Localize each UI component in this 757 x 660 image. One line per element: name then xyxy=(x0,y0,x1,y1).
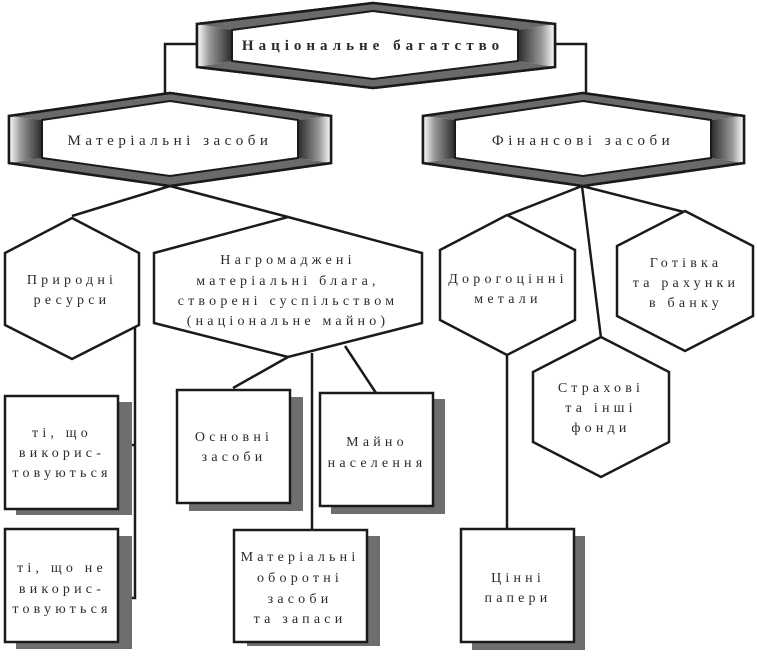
connector-financial-metals xyxy=(507,184,583,217)
node-label-line: створені суспільством xyxy=(178,294,399,309)
bevel-top-left xyxy=(197,3,373,30)
bevel-left xyxy=(197,24,232,67)
node-label-line: та інші xyxy=(565,401,636,416)
node-label-line: Основні xyxy=(195,430,273,445)
node-label-line: Готівка xyxy=(650,256,723,271)
node-insurance-funds[interactable]: Страхові та інші фонди xyxy=(531,335,671,479)
bevel-top-right xyxy=(373,3,555,30)
node-label-line: папери xyxy=(485,591,552,606)
bevel-bottom-right xyxy=(373,61,555,88)
connector-root-financial xyxy=(553,42,588,96)
node-label: Фінансові засоби xyxy=(492,133,674,149)
node-label-line: Природні xyxy=(27,273,117,288)
node-securities[interactable]: Цінні папери xyxy=(459,527,585,650)
node-label-line: товуються xyxy=(12,602,111,617)
node-label-line: в банку xyxy=(649,296,723,311)
node-working-capital[interactable]: Матеріальні оборотні засоби та запаси xyxy=(232,528,380,646)
node-label-line: Матеріальні xyxy=(241,550,360,565)
node-label-line: метали xyxy=(474,292,541,307)
node-label-line: та рахунки xyxy=(633,276,739,291)
node-financial-assets[interactable]: Фінансові засоби xyxy=(421,91,746,188)
node-label-line: матеріальні блага, xyxy=(196,274,379,289)
node-label-line: засоби xyxy=(202,450,267,465)
node-used-resources[interactable]: ті, що викорис- товуються xyxy=(3,394,132,515)
node-label-line: товуються xyxy=(12,466,111,481)
node-label-line: Майно xyxy=(346,435,408,450)
node-label-line: фонди xyxy=(571,421,630,436)
node-cash-accounts[interactable]: Готівка та рахунки в банку xyxy=(615,209,755,353)
node-label-line: Страхові xyxy=(558,381,644,396)
node-household-property[interactable]: Майно населення xyxy=(318,391,445,514)
node-label-line: Нагромаджені xyxy=(220,253,355,268)
node-label-line: оборотні xyxy=(257,571,343,586)
connector-root-material xyxy=(163,42,200,96)
node-label-line: ресурси xyxy=(34,293,111,308)
node-fixed-assets[interactable]: Основні засоби xyxy=(175,388,303,511)
node-natural-resources[interactable]: Природні ресурси xyxy=(3,216,141,361)
bevel-bottom-left xyxy=(197,61,373,88)
connectors xyxy=(71,42,685,600)
node-label-line: ті, що xyxy=(32,426,92,441)
node-label-line: викорис- xyxy=(19,446,105,461)
connector-financial-insurance xyxy=(580,185,603,339)
node-label-line: ті, що не xyxy=(17,561,107,576)
node-label-line: Дорогоцінні xyxy=(448,272,567,287)
node-material-assets[interactable]: Матеріальні засоби xyxy=(7,91,333,188)
bevel-right xyxy=(518,24,555,67)
node-label-line: Цінні xyxy=(491,571,545,586)
node-label-line: населення xyxy=(328,456,427,471)
node-label-line: засоби xyxy=(268,592,333,607)
node-national-wealth[interactable]: Національне багатство xyxy=(195,1,557,90)
node-unused-resources[interactable]: ті, що не викорис- товуються xyxy=(3,527,132,649)
connector-accumulated-fixed xyxy=(232,355,289,390)
connector-material-natural xyxy=(71,184,171,218)
node-label-line: та запаси xyxy=(254,612,347,627)
connector-material-accumulated xyxy=(169,184,289,219)
node-accumulated-goods[interactable]: Нагромаджені матеріальні блага, створені… xyxy=(152,215,424,359)
node-label-line: (національне майно) xyxy=(187,314,390,329)
node-label-line: викорис- xyxy=(19,582,105,597)
node-label: Матеріальні засоби xyxy=(68,133,273,149)
node-label: Національне багатство xyxy=(242,38,504,54)
node-precious-metals[interactable]: Дорогоцінні метали xyxy=(438,213,577,357)
connector-financial-cash xyxy=(581,184,685,214)
connector-accumulated-household xyxy=(343,345,378,394)
